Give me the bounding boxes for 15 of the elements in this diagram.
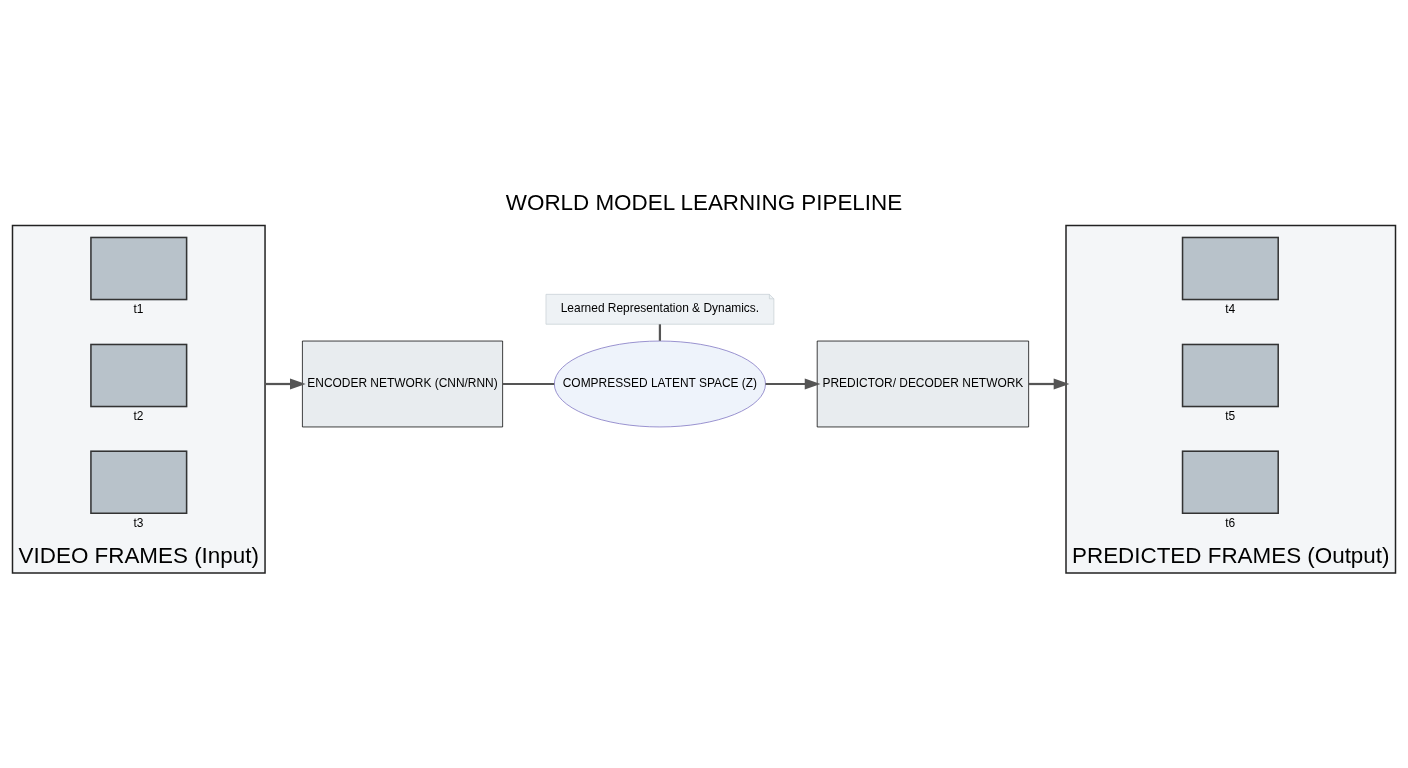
node-label: t2	[133, 408, 144, 423]
node-label: t4	[1225, 301, 1236, 316]
node-ellipse: COMPRESSED LATENT SPACE (Z)	[553, 340, 766, 428]
node-box: PREDICTOR/ DECODER NETWORK	[816, 340, 1030, 428]
node-label: t5	[1225, 408, 1236, 423]
arrow	[265, 378, 306, 390]
node-label: t6	[1225, 515, 1236, 530]
node-label: t1	[133, 301, 144, 316]
arrow	[765, 378, 821, 390]
arrow	[1028, 378, 1070, 390]
connector	[502, 382, 555, 386]
diagram-title: WORLD MODEL LEARNING PIPELINE	[505, 189, 903, 215]
node-label: t3	[133, 515, 144, 530]
node-box: ENCODER NETWORK (CNN/RNN)	[302, 340, 503, 428]
connector	[658, 324, 662, 341]
